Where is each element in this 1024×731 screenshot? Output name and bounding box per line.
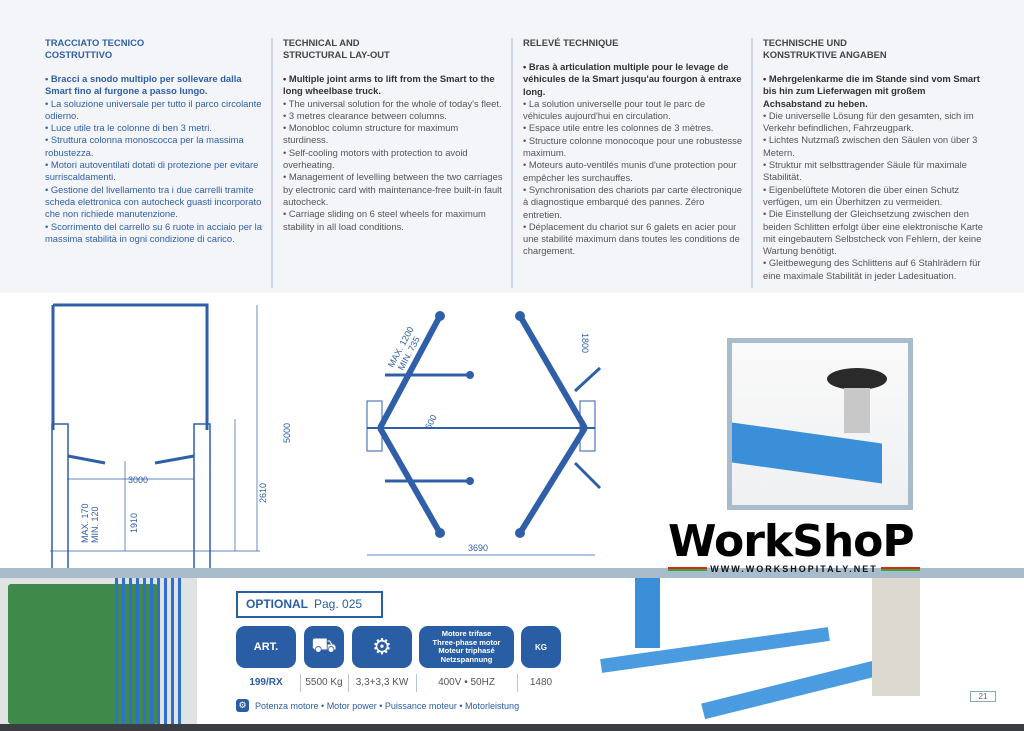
dim-pad-max: MAX. 170 (80, 503, 90, 543)
list-item: • 3 metres clearance between columns. (283, 109, 447, 121)
list-item: • La solution universelle pour tout le p… (523, 97, 706, 122)
list-item: • La soluzione universale per tutto il p… (45, 97, 262, 121)
art-tile: ART. (236, 626, 296, 668)
column-lead: • Bras à articulation multiple pour le l… (523, 61, 742, 97)
lift-capacity-icon: ⛟ (304, 626, 344, 668)
list-item: • Management of levelling between the tw… (283, 171, 503, 207)
front-view-drawing: 3000 5000 2610 1910 MAX. 170 MIN. 120 (50, 303, 292, 568)
column-divider (271, 38, 273, 288)
spec-text-section (0, 0, 1024, 293)
list-item: • Eigenbelüftete Motoren die über einen … (763, 183, 960, 207)
dim-arm-long: 1800 (580, 333, 590, 353)
spec-column: TRACCIATO TECNICO COSTRUTTIVO • Bracci a … (45, 37, 267, 245)
column-title: RELEVÉ TECHNIQUE (523, 37, 619, 48)
capacity-value: 5500 Kg (305, 677, 343, 688)
list-item: • Gleitbewegung des Schlittens auf 6 Sta… (763, 257, 981, 281)
list-item: • Espace utile entre les colonnes de 3 m… (523, 122, 714, 134)
weight-value: 1480 (529, 677, 553, 688)
top-view-drawing: 3690 MAX. 1200 MIN. 735 600 1800 (366, 311, 602, 556)
list-item: • Structure colonne monocoque pour une r… (523, 134, 743, 159)
dim-column-height: 2610 (258, 483, 268, 503)
page-number: 21 (970, 691, 996, 702)
footer-bar (0, 724, 1024, 731)
list-item: • Synchronisation des chariots par carte… (523, 183, 743, 220)
list-item: • Scorrimento del carrello su 6 ruote in… (45, 220, 262, 244)
voltage-value: 400V • 50HZ (438, 677, 495, 688)
column-title: TECHNICAL AND STRUCTURAL LAY-OUT (283, 37, 390, 60)
column-title: TRACCIATO TECNICO COSTRUTTIVO (45, 37, 145, 60)
dim-width: 3000 (128, 475, 148, 485)
lift-photo: 21 (590, 578, 1024, 724)
list-item: • Monobloc column structure for maximum … (283, 122, 459, 146)
dim-overall: 3690 (468, 543, 488, 553)
workshop-logo: WorkShoP WWW.WORKSHOPITALY.NET (668, 520, 920, 580)
list-item: • The universal solution for the whole o… (283, 97, 502, 109)
control-board-photo (0, 578, 197, 724)
list-item: • Die Einstellung der Gleichsetzung zwis… (763, 208, 983, 257)
list-item: • Carriage sliding on 6 steel wheels for… (283, 208, 486, 232)
dim-under: 1910 (129, 513, 139, 533)
column-lead: • Multiple joint arms to lift from the S… (283, 73, 495, 97)
list-item: • Struttura colonna monoscocca per la ma… (45, 134, 244, 158)
arm-pad-photo (727, 338, 913, 510)
list-item: • Gestione del livellamento tra i due ca… (45, 183, 262, 220)
list-item: • Motori autoventilati dotati di protezi… (45, 159, 259, 183)
art-value: 199/RX (249, 677, 283, 688)
gears-icon: ⚙ (236, 699, 249, 712)
dim-pad-min: MIN. 120 (90, 506, 100, 543)
list-item: • Self-cooling motors with protection to… (283, 146, 468, 171)
column-divider (751, 38, 753, 288)
column-lead: • Mehrgelenkarme die im Stande sind vom … (763, 73, 980, 109)
legend: ⚙Potenza motore • Motor power • Puissanc… (236, 699, 519, 712)
column-title: TECHNISCHE UND KONSTRUKTIVE ANGABEN (763, 37, 887, 60)
spec-column: TECHNISCHE UND KONSTRUKTIVE ANGABEN • Meh… (763, 37, 985, 282)
optional-page: Pag. 025 (314, 597, 363, 611)
list-item: • Déplacement du chariot sur 6 galets en… (523, 220, 740, 257)
column-divider (511, 38, 513, 288)
power-value: 3,3+3,3 KW (355, 677, 409, 688)
spec-column: TECHNICAL AND STRUCTURAL LAY-OUT • Multip… (283, 37, 505, 233)
list-item: • Luce utile tra le colonne di ben 3 met… (45, 122, 212, 134)
weight-icon: KG (521, 626, 561, 668)
column-lead: • Bracci a snodo multiplo per sollevare … (45, 73, 242, 97)
divider-band (0, 568, 1024, 578)
list-item: • Moteurs auto-ventilés munis d'une prot… (523, 159, 737, 183)
technical-drawings: 3000 5000 2610 1910 MAX. 170 MIN. 120 36… (0, 293, 1024, 568)
logo-url: WWW.WORKSHOPITALY.NET (710, 564, 878, 574)
spec-column: RELEVÉ TECHNIQUE • Bras à articulation mu… (523, 37, 745, 258)
list-item: • Struktur mit selbsttragender Säule für… (763, 159, 967, 183)
list-item: • Lichtes Nutzmaß zwischen den Säulen vo… (763, 134, 978, 158)
list-item: • Die universelle Lösung für den gesamte… (763, 109, 974, 134)
gears-icon: ⚙ (352, 626, 412, 668)
dim-height-total: 5000 (282, 423, 292, 443)
